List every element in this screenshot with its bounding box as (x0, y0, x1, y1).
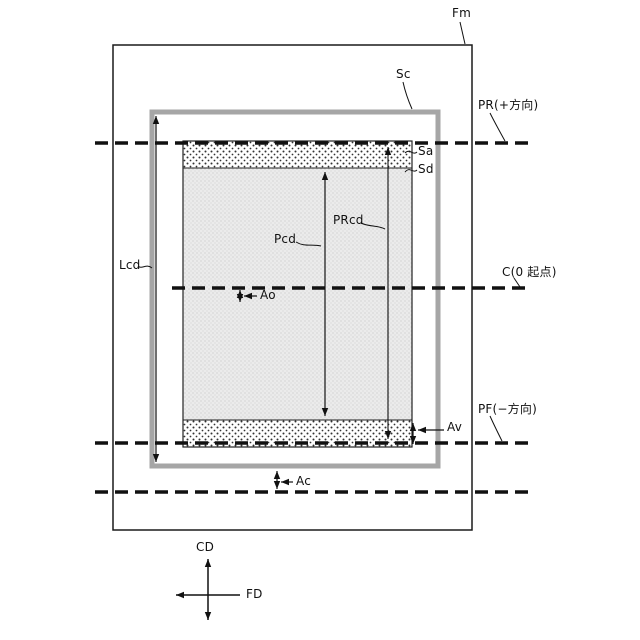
pf-label-leader-line (489, 415, 503, 442)
fm-label: Fm (452, 6, 471, 20)
cd-axis-label: CD (196, 540, 215, 554)
pr-label-leader-line (489, 112, 506, 142)
pcd-leader-line (295, 241, 322, 247)
fd-axis-label: FD (246, 587, 263, 601)
sd-label: Sd (418, 162, 434, 176)
prcd-leader-line (360, 222, 386, 230)
pr-direction-label: PR(+方向) (478, 98, 539, 112)
c-label-leader-line (513, 277, 521, 288)
c-origin-label: C(0 起点) (502, 265, 557, 279)
ao-label: Ao (260, 288, 276, 302)
ac-label: Ac (296, 474, 311, 488)
prcd-label: PRcd (333, 213, 364, 227)
sa-label: Sa (418, 144, 434, 158)
sc-leader-line (402, 81, 413, 110)
sa-leader-line (404, 150, 418, 154)
sc-label: Sc (396, 67, 411, 81)
av-label: Av (447, 420, 463, 434)
lcd-leader-line (137, 265, 153, 269)
fm-leader-line (459, 21, 466, 45)
pcd-label: Pcd (274, 232, 297, 246)
pf-direction-label: PF(−方向) (478, 402, 537, 416)
display-area-fill (183, 168, 412, 420)
sd-leader-line (404, 169, 418, 173)
inner-area-border-rect (182, 140, 413, 448)
top-stipple-band-sa (183, 141, 412, 168)
lcd-label: Lcd (119, 258, 141, 272)
